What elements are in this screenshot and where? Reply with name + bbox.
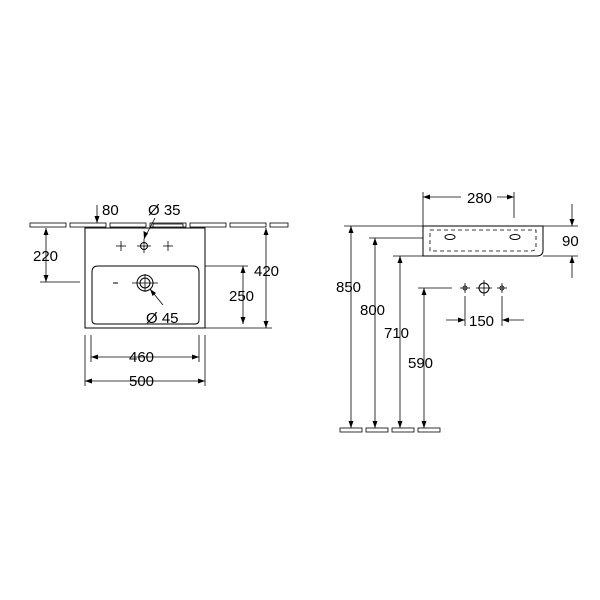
dim-80-leader (94, 205, 100, 223)
dim-150-label: 150 (469, 313, 494, 330)
dim-drain-45-leader (149, 288, 164, 306)
connection-marker-center (476, 280, 492, 296)
dim-280-line (422, 192, 515, 226)
dim-220-label: 220 (33, 248, 58, 265)
dim-590-label: 590 (408, 355, 433, 372)
tap-hole-left (116, 241, 126, 251)
front-wall-line (29, 222, 289, 228)
basin-top-detail (152, 223, 184, 229)
dim-220-line (40, 228, 80, 283)
tap-hole-right (163, 241, 173, 251)
dim-500-line (84, 335, 206, 386)
dim-drain-45-label: Ø 45 (146, 310, 179, 327)
dim-590-line (418, 287, 452, 428)
dim-90-label: 90 (562, 233, 579, 250)
dim-850-line (344, 225, 423, 428)
basin-outline (84, 227, 206, 329)
dim-710-line (393, 255, 423, 428)
connection-marker-left (460, 283, 470, 293)
dim-hole-35-label: Ø 35 (148, 202, 181, 219)
dim-710-label: 710 (384, 325, 409, 342)
front-view: 80 Ø 35 220 420 250 (29, 202, 289, 390)
side-floor-line (339, 427, 441, 433)
drain (132, 274, 158, 292)
dim-90-line (543, 204, 578, 278)
dim-280-label: 280 (467, 190, 492, 207)
dim-hole-35-leader (143, 217, 156, 240)
dim-420-line (205, 228, 272, 329)
dim-460-line (90, 335, 200, 362)
dim-800-label: 800 (360, 302, 385, 319)
tap-hole-center (137, 239, 151, 253)
dim-250-line (205, 265, 248, 324)
dim-150-line (446, 296, 524, 326)
dim-850-label: 850 (336, 279, 361, 296)
dim-420-label: 420 (254, 263, 279, 280)
dim-460-label: 460 (129, 349, 154, 366)
dim-80-label: 80 (102, 202, 119, 219)
dim-250-label: 250 (229, 288, 254, 305)
side-basin-body (422, 225, 544, 257)
side-view: 280 90 850 (336, 190, 579, 433)
connection-marker-right (497, 283, 507, 293)
dim-500-label: 500 (129, 373, 154, 390)
dim-800-line (369, 237, 423, 428)
basin-bowl (91, 265, 200, 325)
